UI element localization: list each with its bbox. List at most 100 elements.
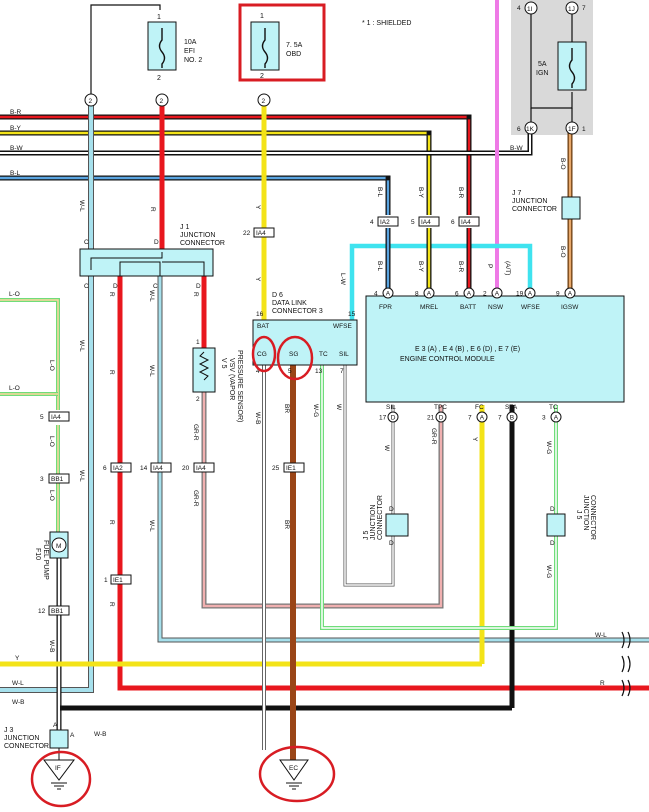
svg-text:CONNECTOR: CONNECTOR [589,495,596,540]
j5-connector-right: D D J 5 JUNCTION CONNECTOR [546,495,596,547]
svg-text:SG: SG [289,351,298,358]
wire-w-l-j1 [157,276,649,643]
wire-labels: B-R B-Y B-W B-L B-W L-O L-O Y W-L W-B W-… [9,109,607,738]
highlight-cg [251,335,277,373]
svg-text:4: 4 [517,5,521,12]
svg-text:22: 22 [243,230,251,237]
svg-text:IF: IF [55,765,61,772]
svg-text:BAT: BAT [257,323,269,330]
svg-text:CONNECTOR: CONNECTOR [180,240,225,247]
svg-text:W-B: W-B [94,731,107,738]
svg-text:ENGINE CONTROL MODULE: ENGINE CONTROL MODULE [400,356,495,363]
svg-text:A: A [554,415,559,422]
svg-text:BR: BR [283,520,290,529]
svg-text:R: R [192,292,199,297]
fuse-efi-no2: 1 2 10A EFI NO. 2 [147,14,202,82]
fuse2-label-1: 7. 5A [286,42,303,49]
fuse3-label-1: 5A [538,61,547,68]
j5-connector-left: D D J 5 JUNCTION CONNECTOR [363,495,409,547]
svg-text:TC: TC [319,351,328,358]
svg-text:D: D [389,506,394,513]
svg-text:SIL: SIL [386,404,396,411]
svg-text:5: 5 [40,414,44,421]
ground-if: IF [30,748,92,808]
svg-text:W-B: W-B [48,640,55,653]
svg-text:WFSE: WFSE [521,304,540,311]
svg-text:A: A [495,291,500,298]
svg-text:R: R [108,292,115,297]
svg-text:D: D [113,283,118,290]
wire-break-marks [621,631,631,697]
svg-text:JUNCTION: JUNCTION [512,198,547,205]
svg-text:J 5: J 5 [575,510,582,519]
svg-text:D: D [154,239,159,246]
svg-text:4: 4 [374,291,378,298]
fuse1-label-3: NO. 2 [184,57,202,64]
svg-text:7: 7 [498,415,502,422]
svg-text:CONNECTOR: CONNECTOR [512,206,557,213]
wire-b-l-top [0,175,391,215]
svg-text:W-L: W-L [148,365,155,377]
svg-text:JUNCTION: JUNCTION [4,735,39,742]
svg-text:A: A [386,291,391,298]
svg-text:STA: STA [505,404,518,411]
svg-text:F10: F10 [34,548,41,560]
svg-text:JUNCTION: JUNCTION [582,495,589,530]
svg-text:EC: EC [289,765,298,772]
svg-text:B-R: B-R [10,109,22,116]
svg-text:FC: FC [475,404,484,411]
svg-text:MREL: MREL [420,304,438,311]
fuel-pump: M F10 FUEL PUMP [34,531,69,580]
svg-text:B-Y: B-Y [10,125,22,132]
svg-text:L-O: L-O [48,436,55,447]
fuse2-label-2: OBD [286,51,301,58]
wire-fuse1-feed [90,4,161,96]
svg-text:B-Y: B-Y [417,187,424,199]
svg-text:CG: CG [257,351,267,358]
svg-text:17: 17 [379,415,387,422]
svg-text:IA2: IA2 [113,465,123,472]
svg-text:A: A [568,291,573,298]
svg-text:IGSW: IGSW [561,304,579,311]
svg-text:IA2: IA2 [380,219,390,226]
svg-text:D: D [550,506,555,513]
fuse2-pin-top: 1 [260,13,264,20]
svg-text:R: R [108,520,115,525]
svg-text:GR-R: GR-R [192,424,199,441]
svg-text:8: 8 [415,291,419,298]
j1-junction-connector: C D C D C D J 1 JUNCTION CONNECTOR [79,224,225,290]
svg-text:GR-R: GR-R [430,428,437,445]
svg-text:W-L: W-L [148,520,155,532]
svg-text:IA4: IA4 [51,414,61,421]
svg-text:Y: Y [254,277,261,282]
svg-text:IE1: IE1 [286,465,296,472]
svg-text:2: 2 [196,396,200,403]
svg-text:16: 16 [256,311,264,318]
svg-text:1F: 1F [568,126,576,133]
svg-text:CONNECTOR: CONNECTOR [4,743,49,750]
svg-text:(A/T): (A/T) [504,261,511,275]
fuse1-pin-bot: 2 [157,75,161,82]
svg-text:5: 5 [288,368,292,375]
splice-dots [385,114,472,181]
svg-text:TC: TC [549,404,558,411]
svg-text:W: W [335,404,342,411]
svg-text:J 7: J 7 [512,190,521,197]
svg-text:25: 25 [272,465,280,472]
j7-junction-connector: J 7 JUNCTION CONNECTOR [512,190,581,220]
svg-text:A: A [53,722,58,729]
svg-text:1: 1 [196,339,200,346]
svg-text:R: R [108,370,115,375]
svg-text:B: B [510,415,514,422]
svg-text:B-O: B-O [559,158,566,170]
wire-w-l-vertical [0,96,94,693]
svg-text:L-O: L-O [9,385,20,392]
svg-text:IA4: IA4 [461,219,471,226]
